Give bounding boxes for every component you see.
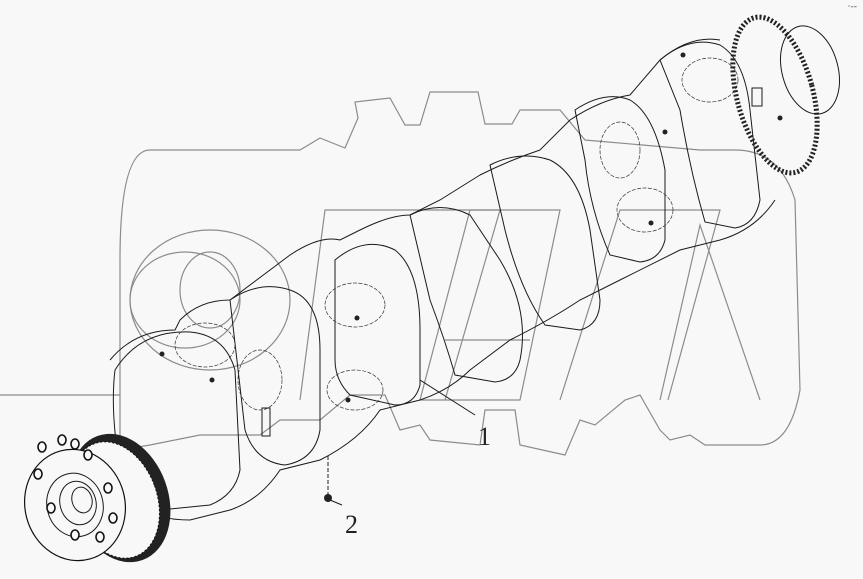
rear-gear [730, 14, 840, 176]
front-pulley [23, 433, 171, 563]
watermark-logo [0, 91, 801, 456]
callout-2: 2 [345, 510, 358, 539]
corner-mark: ·‑‑ [847, 2, 857, 12]
leader-lines [324, 379, 476, 506]
callout-1: 1 [478, 422, 491, 451]
crankshaft [109, 38, 783, 521]
